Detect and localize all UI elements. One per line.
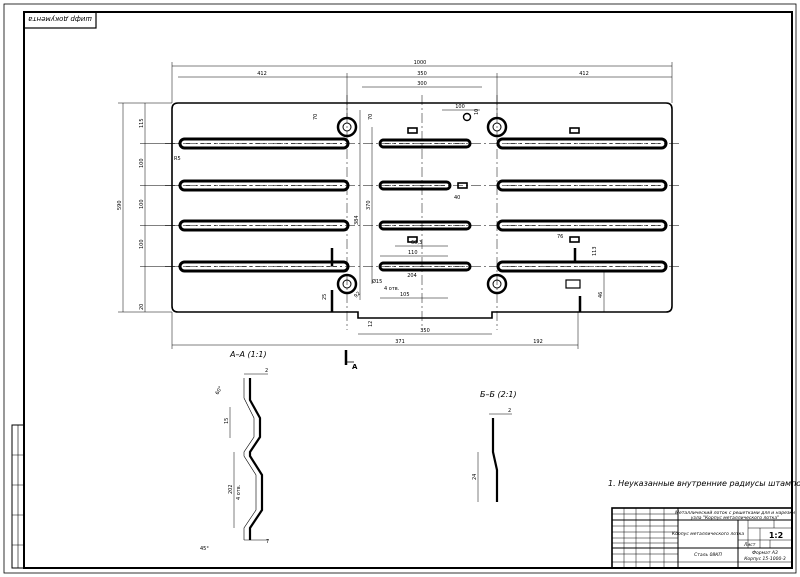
dim-110: 110 [408,250,418,256]
dim-76: 76 [557,234,563,240]
tb-description-2: узла "Корпус металлического лотка" [690,515,779,521]
section-a-a: А–А (1:1) 2 60° 15 202 4 отв. 7 45° [200,350,269,552]
dim-15: Ø15 [372,278,382,285]
dim-bottom-371: 371 [395,339,405,345]
dim-100: 100 [455,104,465,110]
dim-bottom-350: 350 [420,328,430,334]
plate-outline [171,102,673,319]
tb-part-name: Корпус металлического лотка [672,531,744,537]
general-note: 1. Неуказанные внутренние радиусы штампо… [608,479,800,488]
sec-a-angle: 60° [215,385,225,396]
dim-100-c: 100 [139,239,145,249]
sec-b-h: 24 [472,474,478,480]
dim-92: 92 [353,291,362,300]
doc-stamp: шифр документа [23,11,97,29]
dim-right-span: 412 [579,71,589,77]
tb-description: Металлический лоток с решетками для и на… [675,510,795,516]
tb-material: Сталь 08КП [694,552,722,558]
section-a-profile [248,378,264,540]
sec-b-top: 2 [508,408,511,414]
dim-bottom-192: 192 [533,339,543,345]
plate-plan-view: А 1000 412 350 412 300 100 10 70 70 [117,60,680,371]
dim-105: 105 [400,292,410,298]
dim-70: 70 [313,114,319,120]
dim-46: 46 [598,292,604,298]
sec-a-15: 15 [224,418,230,424]
drawing-frame [23,11,793,569]
dim-115: 115 [139,118,145,128]
tb-format: Формат А3 [752,550,778,556]
dim-100-a: 100 [139,158,145,168]
dim-10: 10 [474,109,480,115]
dim-r5: R5 [174,156,181,162]
section-b-b: Б–Б (2:1) 2 24 [472,390,517,502]
dim-mid-span-2: 300 [417,81,427,87]
left-strip [11,424,25,569]
center-lines [165,95,680,330]
page-border [3,3,797,574]
sec-a-4holes: 4 отв. [236,484,242,500]
dim-25: 25 [322,294,328,300]
sec-a-angle2: 45° [200,546,209,552]
tb-doc-no: Корпус 15-1000-3 [744,556,786,562]
dim-20: 20 [139,304,145,310]
tb-scale: 1:2 [769,531,783,540]
dim-60: 60,3 [411,240,422,246]
stamp-text: шифр документа [28,15,92,23]
section-b-profile [491,418,499,502]
sec-a-bot: 7 [266,539,269,545]
dim-height: 590 [117,200,123,210]
dim-12: 12 [368,321,374,327]
dim-100-b: 100 [139,199,145,209]
dim-overall-width: 1000 [414,60,427,66]
cut-a-label: А [352,363,358,371]
dim-70b: 70 [368,114,374,120]
sec-a-top: 2 [265,368,268,374]
dim-113: 113 [592,246,598,256]
dim-inner-h2: 384 [354,215,360,225]
section-b-title: Б–Б (2:1) [480,390,517,399]
section-a-title: А–А (1:1) [229,350,267,359]
tb-sheet: Лист [743,542,756,548]
title-block: Металлический лоток с решетками для и на… [611,507,795,569]
section-cut-a-markers: А [330,248,582,371]
dim-40: 40 [454,195,460,201]
dim-4holes: 4 отв. [384,286,400,292]
sec-a-h: 202 [228,484,234,494]
dim-mid-span-top: 350 [417,71,427,77]
dimensions: 1000 412 350 412 300 100 10 70 70 590 [117,60,673,349]
dim-204: 204 [407,273,417,279]
dim-left-span: 412 [257,71,267,77]
dim-inner-h: 370 [366,200,372,210]
